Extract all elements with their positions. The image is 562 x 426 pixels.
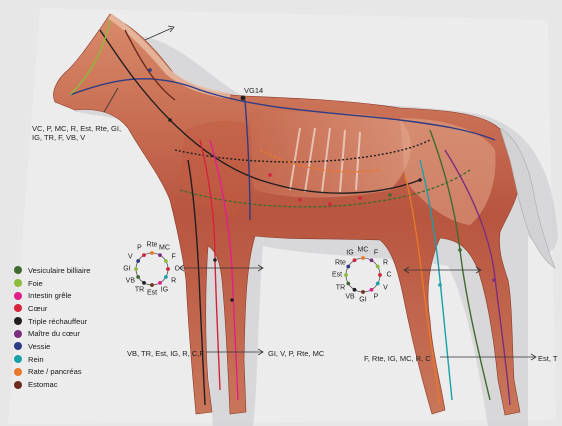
clock-label: P [137, 245, 142, 252]
vg14-label: VG14 [244, 86, 263, 95]
clock-dot [344, 273, 348, 277]
clock-dot [370, 288, 374, 292]
clock-dot [353, 288, 357, 292]
legend-color-dot [14, 381, 22, 389]
legend-color-dot [14, 330, 22, 338]
legend-item: Foie [14, 277, 90, 290]
clock-dot [361, 290, 365, 294]
legend-color-dot [14, 266, 22, 274]
legend-label: Cœur [28, 304, 47, 313]
clock-dot [158, 253, 162, 257]
clock-label: IG [346, 250, 353, 257]
clock-label: C [174, 266, 179, 273]
legend-item: Cœur [14, 302, 90, 315]
clock-dot [166, 267, 170, 271]
clock-label: P [374, 293, 379, 300]
ribcage-muscles [247, 111, 411, 197]
legend-color-dot [14, 292, 22, 300]
clock-label: TR [135, 286, 144, 293]
clock-label: GI [123, 266, 130, 273]
head-meridians-label: VC, P, MC, R, Est, Rte, GI, [32, 124, 121, 133]
legend-label: Triple réchauffeur [28, 317, 87, 326]
legend-color-dot [14, 342, 22, 350]
legend-label: Vessie [28, 342, 50, 351]
clock-label: F [172, 254, 176, 261]
clock-dot [361, 256, 365, 260]
legend-label: Intestin grêle [28, 291, 71, 300]
clock-dot [370, 258, 374, 262]
clock-dot [346, 282, 350, 286]
legend-item: Triple réchauffeur [14, 315, 90, 328]
clock-dot [150, 283, 154, 287]
clock-label: F [374, 250, 378, 257]
head-meridians-label-line2: IG, TR, F, VB, V [32, 133, 85, 142]
clock-dot [136, 275, 140, 279]
clock-label: MC [358, 247, 369, 254]
clock-label: MC [159, 245, 170, 252]
clock-label: C [386, 272, 391, 279]
legend-color-dot [14, 317, 22, 325]
clock-label: TR [336, 284, 345, 291]
clock-label: VB [345, 293, 354, 300]
legend-color-dot [14, 279, 22, 287]
clock-dot [378, 273, 382, 277]
legend-color-dot [14, 304, 22, 312]
clock-dot [164, 275, 168, 279]
clock-label: VB [126, 278, 135, 285]
clock-dot [164, 259, 168, 263]
clock-label: Est [332, 272, 342, 279]
legend-color-dot [14, 355, 22, 363]
legend-item: Vessie [14, 340, 90, 353]
clock-dot [158, 281, 162, 285]
legend-label: Estomac [28, 380, 58, 389]
legend-color-dot [14, 368, 22, 376]
legend-item: Vesiculaire billiaire [14, 264, 90, 277]
hind-leg-left-label: F, Rte, IG, MC, R, C [364, 354, 431, 363]
front-leg-right-label: GI, V, P, Rte, MC [268, 349, 324, 358]
legend-item: Rate / pancréas [14, 366, 90, 379]
clock-dot [376, 282, 380, 286]
legend-label: Rein [28, 355, 44, 364]
clock-dot [353, 258, 357, 262]
legend-label: Vesiculaire billiaire [28, 266, 90, 275]
legend-label: Foie [28, 279, 43, 288]
legend-label: Maître du cœur [28, 329, 80, 338]
clock-label: R [383, 259, 388, 266]
clock-label: V [383, 284, 388, 291]
legend-item: Estomac [14, 378, 90, 391]
front-leg-left-label: VB, TR, Est, IG, R, C,F [127, 349, 204, 358]
clock-dot [142, 281, 146, 285]
clock-dot [142, 253, 146, 257]
clock-label: GI [359, 297, 366, 304]
legend-label: Rate / pancréas [28, 367, 82, 376]
clock-label: IG [161, 286, 168, 293]
clock-label: Rte [147, 242, 158, 249]
clock-dot [346, 265, 350, 269]
legend-item: Maître du cœur [14, 327, 90, 340]
clock-dot [136, 259, 140, 263]
hind-leg-right-label: Est, T [538, 354, 557, 363]
clock-label: V [128, 254, 133, 261]
clock-label: R [171, 278, 176, 285]
clock-dot [150, 251, 154, 255]
clock-dot [376, 265, 380, 269]
clock-dot [134, 267, 138, 271]
legend-item: Intestin grêle [14, 289, 90, 302]
clock-label: Rte [335, 259, 346, 266]
clock-label: Est [147, 290, 157, 297]
legend-item: Rein [14, 353, 90, 366]
